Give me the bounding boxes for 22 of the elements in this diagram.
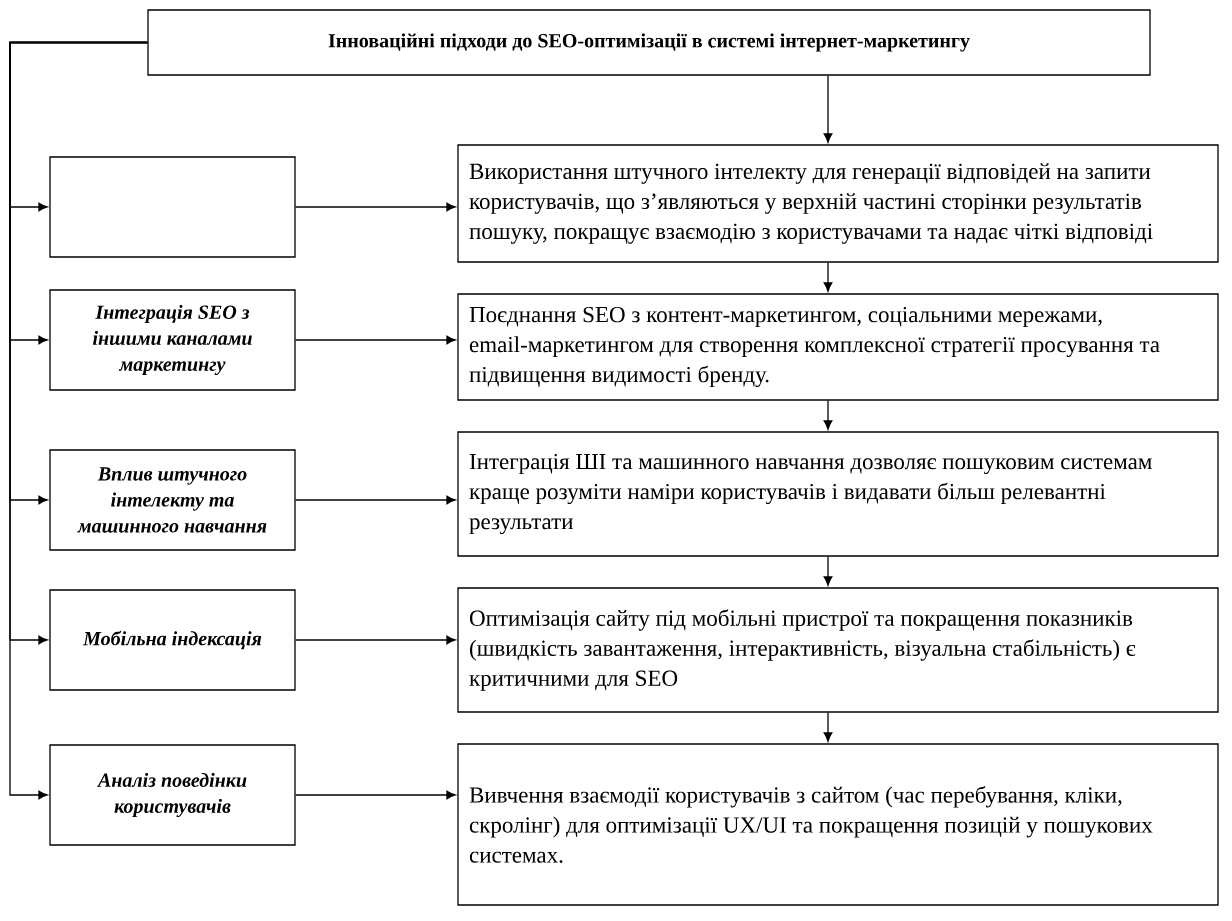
arrow	[295, 790, 456, 800]
description-box: Вивчення взаємодії користувачів з сайтом (час перебування, кліки, скролінг) для оптимізації UX/UI та покращення позицій у пошукових системах.	[457, 743, 1219, 906]
description-box: Поєднання SEO з контент-маркетингом, соціальними мережами, email-маркетингом для створення комплексної стратегії просування та підвищення видимості бренду.	[457, 293, 1219, 401]
arrow	[823, 400, 833, 430]
description-box: Використання штучного інтелекту для генерації відповідей на запити користувачів, що з’являються у верхній частині сторінки результатів пошуку, покращує взаємодію з користувачами та надає чіткі відповіді	[457, 144, 1219, 263]
arrow	[823, 712, 833, 742]
description-box: Оптимізація сайту під мобільні пристрої та покращення показників (швидкість завантаження, інтерактивність, візуальна стабільність) є критичними для SEO	[457, 587, 1219, 713]
category-box: Мобільна індексація	[49, 589, 296, 691]
empty-box	[49, 156, 296, 258]
title-box: Інноваційні підходи до SEO-оптимізації в системі інтернет-маркетингу	[147, 9, 1151, 76]
arrow	[295, 335, 456, 345]
category-box: Інтеграція SEO з іншими каналами маркетингу	[49, 289, 296, 391]
arrow	[295, 495, 456, 505]
arrow	[823, 262, 833, 292]
arrow	[823, 556, 833, 586]
category-box: Аналіз поведінки користувачів	[49, 744, 296, 846]
arrow	[823, 75, 833, 143]
category-box: Вплив штучного інтелекту та машинного навчання	[49, 449, 296, 551]
description-box: Інтеграція ШІ та машинного навчання дозволяє пошуковим системам краще розуміти наміри користувачів і видавати більш релевантні результати	[457, 431, 1219, 557]
arrow	[295, 202, 456, 212]
arrow	[9, 41, 148, 800]
arrow	[295, 635, 456, 645]
